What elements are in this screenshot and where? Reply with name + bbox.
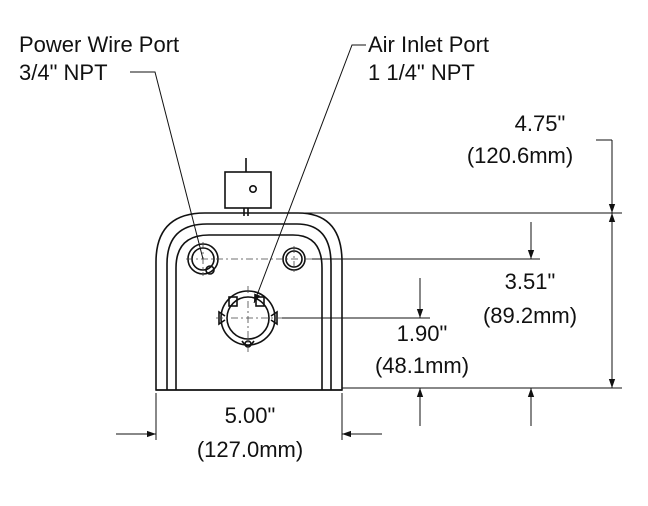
power-port-name: Power Wire Port: [19, 32, 180, 57]
air-center-dim-mm: (48.1mm): [374, 353, 470, 378]
width-dim-mm: (127.0mm): [196, 437, 304, 462]
inner-shell: [166, 223, 332, 390]
housing-outline: [155, 212, 343, 391]
width-dim-inches: 5.00": [224, 403, 276, 428]
air-port-name: Air Inlet Port: [368, 32, 490, 57]
wire-connector: [224, 158, 272, 216]
port-center-dim-inches: 3.51": [504, 269, 556, 294]
height-dim-inches: 4.75": [514, 111, 566, 136]
air-port-size: 1 1/4" NPT: [368, 60, 475, 85]
power-port-size: 3/4" NPT: [19, 60, 108, 85]
mounting-band: [175, 234, 323, 390]
port-center-dim-mm: (89.2mm): [482, 303, 578, 328]
height-dim-mm: (120.6mm): [466, 143, 574, 168]
air-center-dim-inches: 1.90": [396, 321, 448, 346]
leader-lines: [130, 44, 366, 304]
dimension-lines: [116, 139, 622, 440]
